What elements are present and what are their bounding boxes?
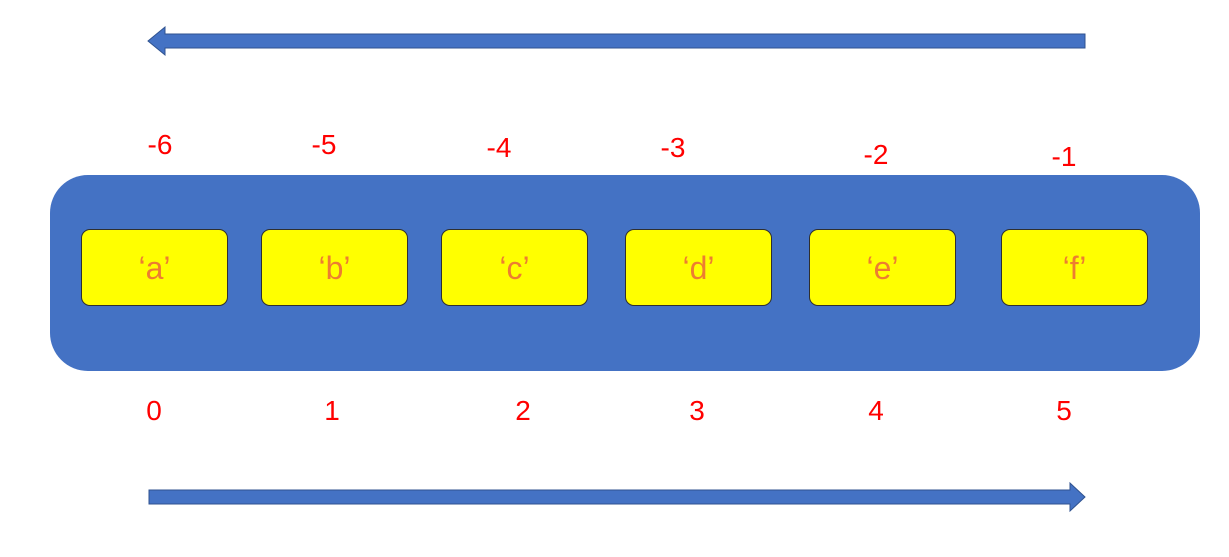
array-cell-4: ‘e’ — [809, 229, 956, 306]
right-arrow — [148, 481, 1086, 513]
array-cell-1: ‘b’ — [261, 229, 408, 306]
array-cell-2: ‘c’ — [441, 229, 588, 306]
positive-index-label: 0 — [146, 395, 162, 426]
negative-index-label: -5 — [311, 129, 337, 160]
left-arrow — [147, 25, 1086, 57]
positive-index-label: 4 — [868, 395, 884, 426]
array-cell-3: ‘d’ — [625, 229, 772, 306]
negative-index-label: -3 — [660, 132, 686, 163]
negative-index-label: -1 — [1051, 141, 1077, 172]
negative-index-label: -4 — [486, 132, 512, 163]
positive-index-label: 2 — [515, 395, 531, 426]
negative-index-label: -6 — [147, 129, 173, 160]
negative-index-label: -2 — [863, 139, 889, 170]
positive-index-label: 1 — [324, 395, 340, 426]
array-cell-0: ‘a’ — [81, 229, 228, 306]
array-cell-5: ‘f’ — [1001, 229, 1148, 306]
positive-index-label: 3 — [689, 395, 705, 426]
positive-index-label: 5 — [1056, 395, 1072, 426]
